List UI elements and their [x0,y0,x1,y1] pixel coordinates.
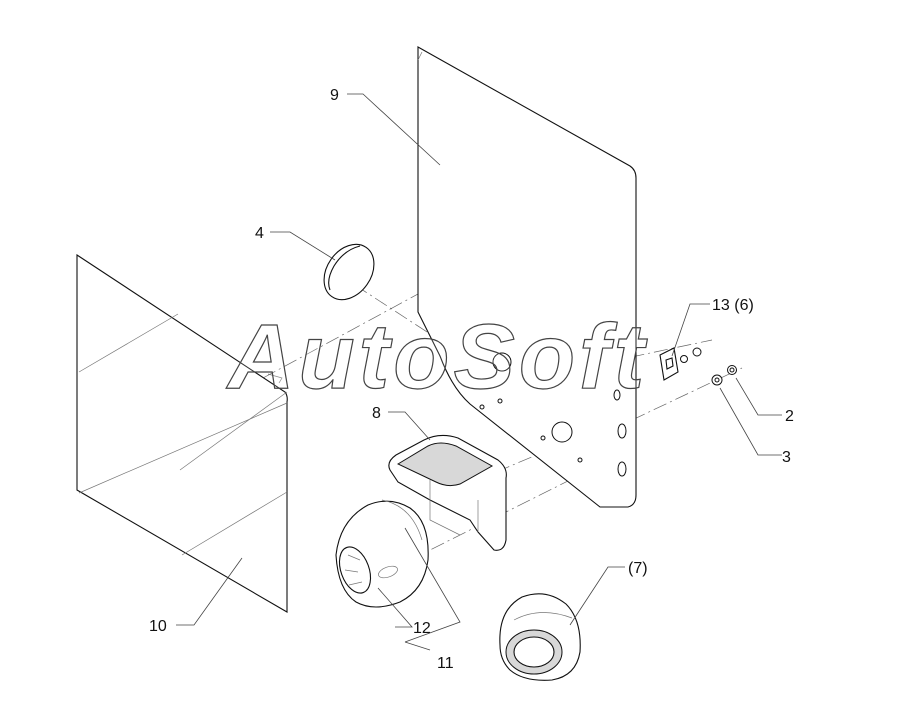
part-12-lamp-housing [335,499,429,608]
callout-7: (7) [628,560,648,577]
plate-hole-small-4 [577,457,583,463]
watermark: AutoSoft [226,306,648,408]
callout-4: 4 [255,225,264,242]
callout-8: 8 [372,405,381,422]
callout-13-6: 13 (6) [712,297,754,314]
callout-11: 11 [437,655,454,672]
plate-hole-right-2 [617,461,627,477]
plate-hole-large [492,352,512,372]
part-10-front-panel [76,253,288,613]
plate-hole-small-1 [479,404,485,410]
plate-hole-right-1 [617,423,627,439]
callout-9: 9 [330,87,339,104]
part-7-lens-cap [499,593,581,681]
part-9-back-plate [417,46,637,508]
leader-lines [176,93,782,651]
callout-10: 10 [149,618,167,635]
callout-2: 2 [785,408,794,425]
plate-hole-round [551,421,573,443]
plate-hole-right-3 [613,389,621,401]
callout-12: 12 [413,620,431,637]
part-4-disc [323,243,375,301]
part-3-washer [711,374,723,386]
part-2-nut [727,365,737,375]
callout-3: 3 [782,449,791,466]
part-8-hood [388,434,507,551]
callout-labels: 9 4 13 (6) 2 3 8 (7) 10 12 11 [149,87,794,672]
plate-hole-small-3 [540,435,546,441]
plate-hole-small-2 [497,398,503,404]
part-13-bracket [659,347,702,381]
